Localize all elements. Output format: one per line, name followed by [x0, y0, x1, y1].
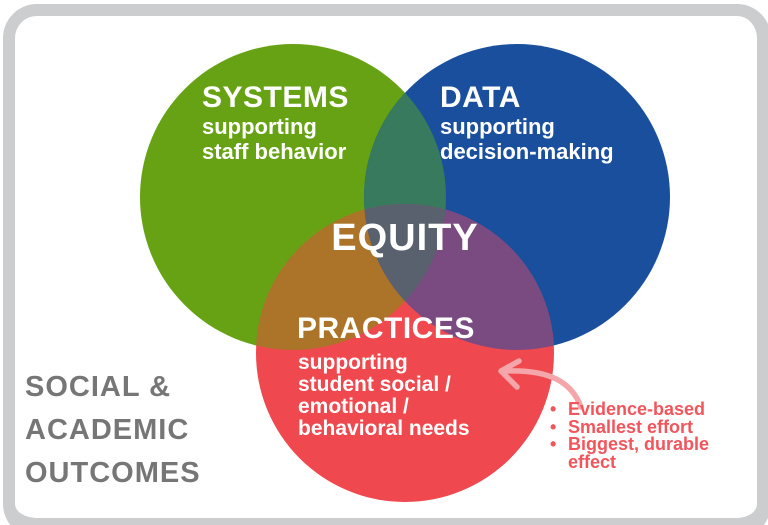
- systems-description: supporting staff behavior: [202, 114, 347, 164]
- annotation-item: Smallest effort: [548, 418, 720, 437]
- annotation-item: Evidence-based: [548, 400, 720, 419]
- annotation-list: Evidence-based Smallest effort Biggest, …: [548, 400, 720, 471]
- systems-practices-overlap: [256, 204, 446, 350]
- data-practices-overlap: [364, 204, 554, 350]
- practices-description: supporting student social / emotional / …: [298, 351, 470, 440]
- outcomes-label: SOCIAL & ACADEMIC OUTCOMES: [25, 371, 201, 489]
- practices-label: PRACTICES: [297, 312, 475, 345]
- annotation-item: Biggest, durable effect: [548, 435, 720, 471]
- data-label: DATA: [440, 81, 521, 114]
- systems-label: SYSTEMS: [202, 81, 349, 114]
- data-description: supporting decision-making: [440, 114, 614, 164]
- equity-label: EQUITY: [331, 217, 479, 259]
